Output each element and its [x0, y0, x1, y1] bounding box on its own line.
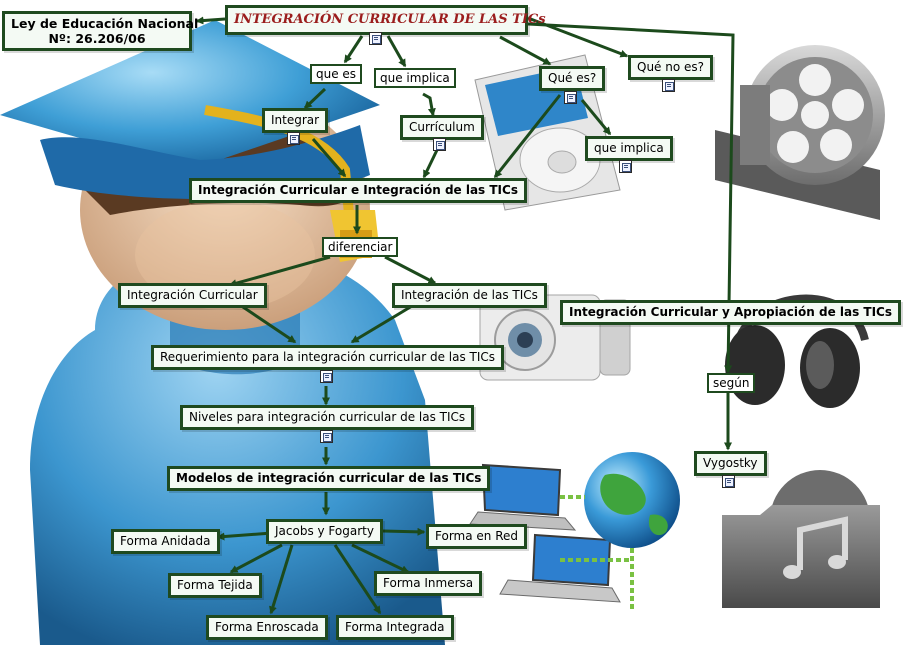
link-que-es: que es: [310, 64, 362, 84]
link-segun: según: [707, 373, 755, 393]
document-icon[interactable]: [433, 138, 446, 151]
node-integracion-curricular[interactable]: Integración Curricular: [118, 283, 267, 308]
law-line-1: Ley de Educación Nacional: [11, 16, 183, 31]
node-forma-integrada[interactable]: Forma Integrada: [336, 615, 454, 640]
film-reel: [715, 45, 885, 220]
node-que-no-es[interactable]: Qué no es?: [628, 55, 713, 80]
node-integracion-tics[interactable]: Integración de las TICs: [392, 283, 547, 308]
node-modelos[interactable]: Modelos de integración curricular de las…: [167, 466, 490, 491]
document-icon[interactable]: [369, 32, 382, 45]
node-que-implica[interactable]: que implica: [585, 136, 673, 161]
document-icon[interactable]: [662, 79, 675, 92]
node-forma-anidada[interactable]: Forma Anidada: [111, 529, 220, 554]
music-folder: [722, 470, 880, 608]
node-forma-inmersa[interactable]: Forma Inmersa: [374, 571, 482, 596]
node-requerimiento[interactable]: Requerimiento para la integración curric…: [151, 345, 504, 370]
node-vygostky[interactable]: Vygostky: [694, 451, 767, 476]
link-que-implica: que implica: [374, 68, 456, 88]
node-curriculum[interactable]: Currículum: [400, 115, 484, 140]
node-forma-tejida[interactable]: Forma Tejida: [168, 573, 262, 598]
document-icon[interactable]: [320, 430, 333, 443]
node-niveles[interactable]: Niveles para integración curricular de l…: [180, 405, 474, 430]
node-integracion-curricular-e-integracion[interactable]: Integración Curricular e Integración de …: [189, 178, 527, 203]
document-icon[interactable]: [287, 132, 300, 145]
document-icon[interactable]: [564, 91, 577, 104]
node-forma-enroscada[interactable]: Forma Enroscada: [206, 615, 328, 640]
node-que-es[interactable]: Qué es?: [539, 66, 605, 91]
node-apropiacion[interactable]: Integración Curricular y Apropiación de …: [560, 300, 901, 325]
document-icon[interactable]: [320, 370, 333, 383]
link-diferenciar: diferenciar: [322, 237, 398, 257]
node-law[interactable]: Ley de Educación Nacional Nº: 26.206/06: [2, 11, 192, 51]
document-icon[interactable]: [722, 475, 735, 488]
node-title[interactable]: INTEGRACIÓN CURRICULAR DE LAS TICs: [225, 5, 528, 35]
node-integrar[interactable]: Integrar: [262, 108, 328, 133]
document-icon[interactable]: [619, 160, 632, 173]
law-line-2: Nº: 26.206/06: [11, 31, 183, 46]
graduate-figure: [0, 20, 445, 645]
node-jacobs-fogarty[interactable]: Jacobs y Fogarty: [266, 519, 383, 544]
node-forma-en-red[interactable]: Forma en Red: [426, 524, 527, 549]
